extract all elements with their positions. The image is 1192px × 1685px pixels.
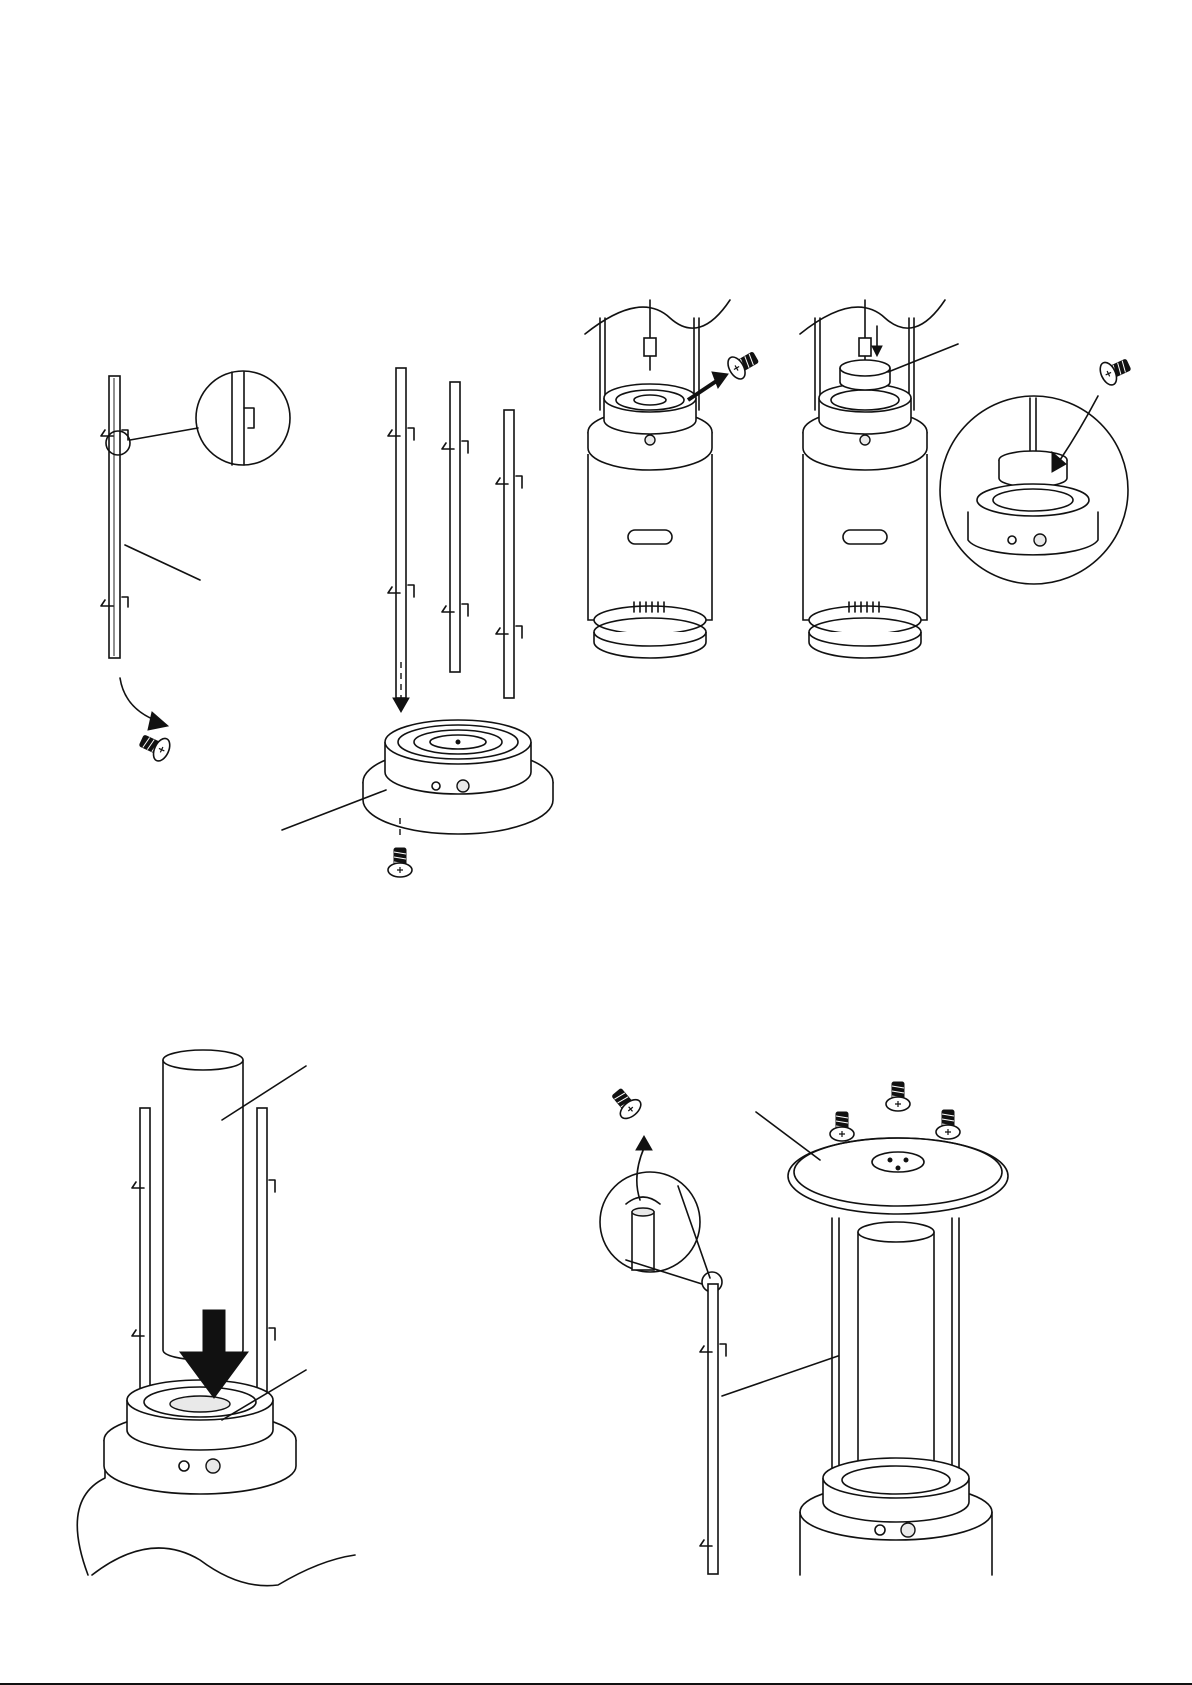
pole-c	[496, 410, 522, 698]
top-plate	[788, 1138, 1008, 1214]
plate-label-leader	[756, 1112, 820, 1160]
pole-a	[388, 368, 414, 698]
pole-detail-callout	[600, 1172, 722, 1292]
cut-line	[800, 300, 945, 334]
heater-body	[588, 300, 712, 658]
bracket-detail-callout	[106, 371, 290, 465]
screw-icon	[137, 730, 173, 764]
cut-line	[585, 300, 730, 334]
screw-icon	[388, 848, 412, 877]
screw-icon	[1097, 354, 1133, 388]
step-remove-screw	[585, 300, 762, 658]
pole-label-leader	[722, 1356, 838, 1396]
step-fit-top-plate	[600, 1082, 1008, 1575]
base-ring	[363, 720, 553, 834]
screw-up-arrow	[636, 1136, 652, 1200]
screw-icon	[607, 1084, 644, 1122]
step-insert-part-with-screw	[800, 300, 1133, 658]
screw-icon	[886, 1082, 910, 1111]
screw-in-arrow	[1052, 396, 1098, 472]
pole-single	[101, 376, 128, 658]
step-attach-poles-to-base	[282, 368, 553, 877]
screw-removal-arrow	[120, 678, 168, 730]
pole-loose	[700, 1284, 726, 1574]
detail-circle	[940, 396, 1128, 584]
heater-assembled	[800, 1218, 992, 1575]
step-pole-bracket-detail	[101, 371, 290, 764]
screw-icon	[830, 1112, 854, 1141]
pole-b	[442, 382, 468, 672]
screw-icon	[936, 1110, 960, 1139]
screw-icon	[724, 347, 761, 382]
heater-body	[803, 300, 927, 658]
ring-label-leader	[888, 344, 958, 372]
down-arrow-small	[872, 326, 882, 356]
burner-base	[77, 1380, 355, 1586]
pole-label-leader	[125, 545, 200, 580]
step-insert-glass-tube	[77, 1050, 355, 1586]
